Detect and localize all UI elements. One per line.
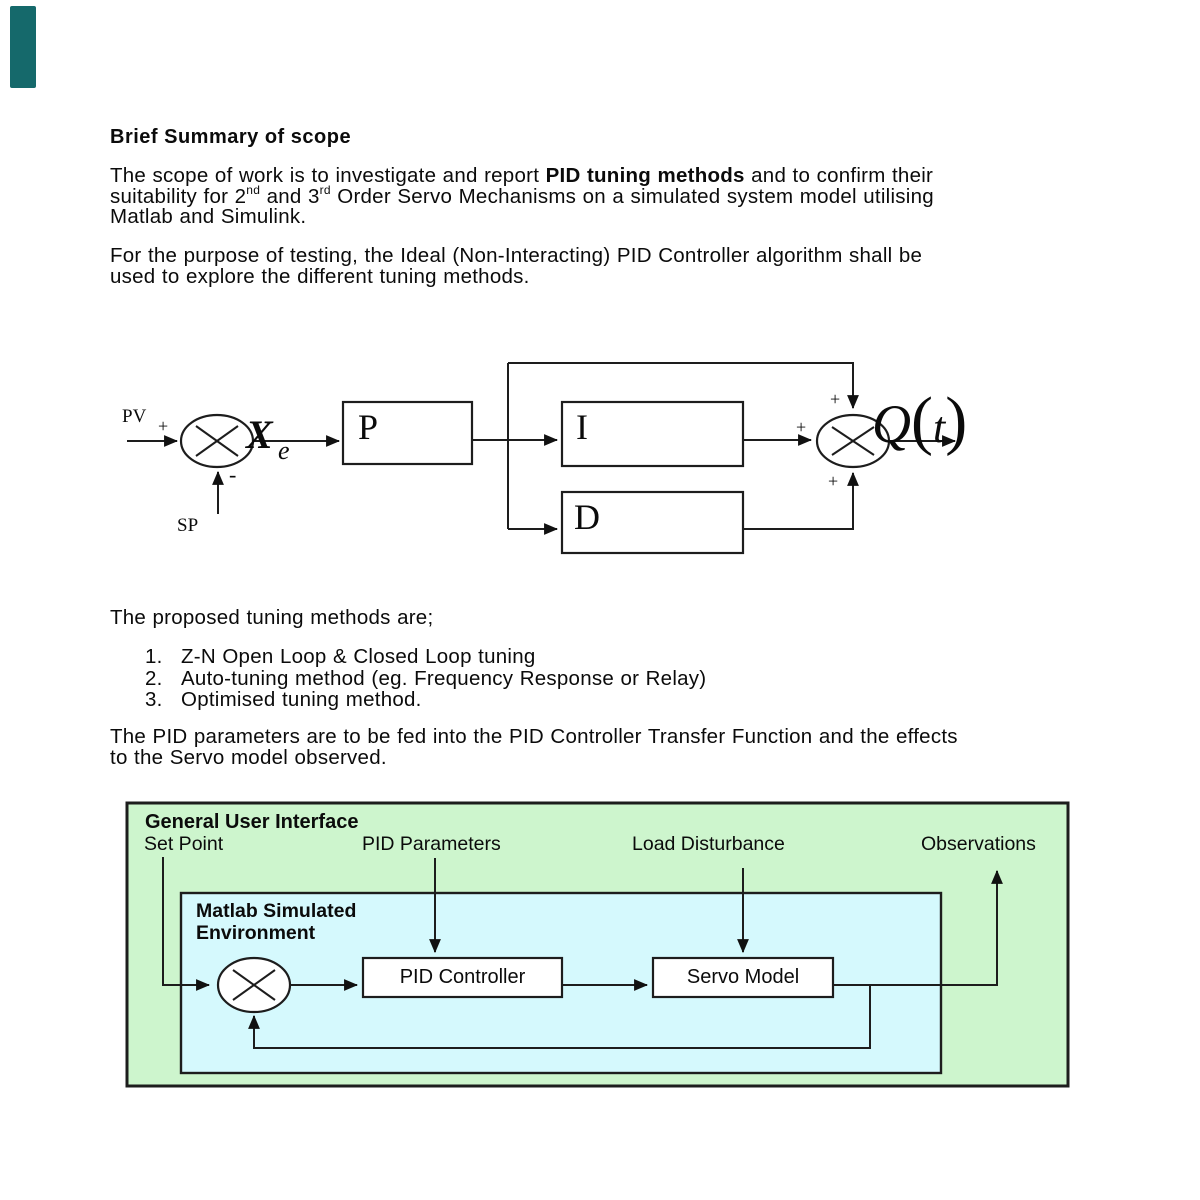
feedback-line bbox=[248, 985, 871, 1049]
output-q-label: Q(t) bbox=[872, 388, 967, 454]
list-number: 1. bbox=[145, 645, 163, 668]
bypass-top-line bbox=[508, 362, 859, 410]
paragraph-testing: For the purpose of testing, the Ideal (N… bbox=[110, 244, 923, 288]
error-signal-x: X bbox=[246, 412, 273, 457]
list-text: Z-N Open Loop & Closed Loop tuning bbox=[181, 645, 536, 668]
methods-intro: The proposed tuning methods are; bbox=[110, 606, 434, 629]
list-item: 3. Optimised tuning method. bbox=[110, 689, 1010, 711]
servo-model-box bbox=[651, 956, 835, 999]
lparen-glyph: ( bbox=[911, 384, 933, 457]
load-disturbance-label: Load Disturbance bbox=[632, 833, 785, 855]
list-item: 1. Z-N Open Loop & Closed Loop tuning bbox=[110, 646, 1010, 668]
observations-line bbox=[833, 869, 1003, 986]
plus-sign-input: + bbox=[158, 416, 169, 436]
p-block bbox=[341, 400, 474, 466]
plus-sign-top: + bbox=[830, 389, 841, 409]
text-run: Matlab and Simulink. bbox=[110, 205, 307, 228]
text-run: The scope of work is to investigate and … bbox=[110, 164, 546, 187]
gui-title: General User Interface bbox=[145, 811, 359, 833]
text-run: to the Servo model observed. bbox=[110, 745, 387, 769]
pv-label: PV bbox=[122, 406, 147, 427]
error-signal-subscript: e bbox=[278, 436, 290, 465]
list-number: 3. bbox=[145, 688, 163, 712]
superscript: rd bbox=[319, 182, 331, 197]
set-point-label: Set Point bbox=[144, 833, 224, 855]
set-point-line bbox=[162, 857, 211, 991]
rparen-glyph: ) bbox=[945, 384, 968, 457]
pid-block-diagram bbox=[127, 362, 957, 555]
superscript: nd bbox=[246, 182, 261, 197]
methods-list: 1. Z-N Open Loop & Closed Loop tuning 2. A… bbox=[110, 646, 1010, 711]
text-run: The proposed tuning methods are; bbox=[110, 606, 434, 629]
text-run: used to explore the different tuning met… bbox=[110, 264, 530, 288]
p-block-label: P bbox=[358, 407, 379, 447]
pid-parameters-label: PID Parameters bbox=[362, 833, 501, 855]
gui-diagram bbox=[125, 801, 1070, 1088]
paragraph-scope: The scope of work is to investigate and … bbox=[110, 164, 934, 228]
list-item: 2. Auto-tuning method (eg. Frequency Resp… bbox=[110, 666, 1010, 690]
env-line1: Matlab Simulated bbox=[196, 900, 357, 922]
text-run: Order Servo Mechanisms on a simulated sy… bbox=[330, 184, 934, 208]
servo-model-label: Servo Model bbox=[686, 966, 800, 988]
text-run: suitability for 2 bbox=[110, 184, 247, 208]
q-glyph: Q bbox=[872, 394, 911, 454]
i-block-label: I bbox=[576, 407, 588, 447]
sp-label: SP bbox=[177, 515, 199, 536]
text-run: For the purpose of testing, the Ideal (N… bbox=[110, 244, 923, 267]
t-glyph: t bbox=[932, 403, 946, 452]
plus-sign-i: + bbox=[796, 417, 807, 437]
minus-sign-sp: - bbox=[229, 462, 237, 487]
plus-sign-d: + bbox=[828, 471, 839, 491]
d-block bbox=[560, 490, 745, 555]
window-fragment bbox=[10, 6, 36, 88]
text-run: and 3 bbox=[260, 184, 320, 208]
env-line2: Environment bbox=[196, 921, 316, 944]
list-number: 2. bbox=[145, 666, 163, 690]
junction-cross bbox=[831, 426, 875, 456]
page-title: Brief Summary of scope bbox=[110, 126, 352, 148]
pid-controller-label: PID Controller bbox=[399, 966, 526, 988]
d-output-line bbox=[743, 471, 859, 530]
text-run: and to confirm their bbox=[744, 164, 934, 187]
text-run-bold: PID tuning methods bbox=[545, 164, 745, 187]
junction-cross bbox=[195, 425, 239, 457]
i-block bbox=[560, 400, 745, 468]
list-text: Auto-tuning method (eg. Frequency Respon… bbox=[181, 666, 707, 690]
paragraph-parameters: The PID parameters are to be fed into th… bbox=[110, 725, 958, 769]
junction-cross bbox=[232, 969, 276, 1001]
d-block-label: D bbox=[574, 497, 600, 537]
pid-controller-box bbox=[361, 956, 564, 999]
observations-label: Observations bbox=[921, 833, 1036, 855]
list-text: Optimised tuning method. bbox=[181, 688, 422, 712]
text-run: The PID parameters are to be fed into th… bbox=[110, 725, 958, 748]
